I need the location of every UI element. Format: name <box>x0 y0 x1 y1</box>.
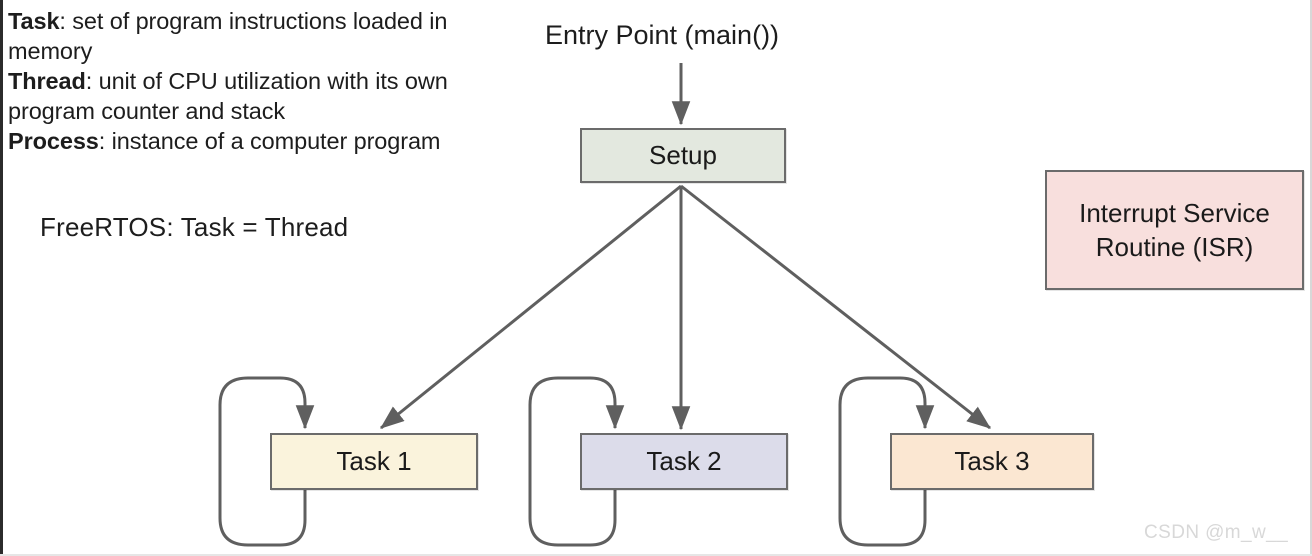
node-isr-label-line2: Routine (ISR) <box>1095 232 1254 262</box>
node-setup[interactable]: Setup <box>580 128 786 183</box>
node-task3-label: Task 3 <box>954 446 1030 476</box>
node-task3[interactable]: Task 3 <box>890 433 1094 490</box>
definition-term-thread: Thread <box>8 68 86 94</box>
entry-point-label: Entry Point (main()) <box>545 20 780 50</box>
node-task2[interactable]: Task 2 <box>580 433 788 490</box>
definition-process: Process: instance of a computer program <box>8 126 494 156</box>
definition-separator-process: : <box>98 128 112 154</box>
definitions-text-block: Task: set of program instructions loaded… <box>8 6 494 156</box>
node-task1[interactable]: Task 1 <box>270 433 478 490</box>
definition-body-process: instance of a computer program <box>111 128 441 154</box>
edge-setup-to-task3 <box>680 184 991 430</box>
csdn-watermark: CSDN @m_w__ <box>1144 522 1289 543</box>
definition-body-task: set of program instructions loaded in me… <box>8 8 448 64</box>
definition-body-thread: unit of CPU utilization with its own pro… <box>8 68 448 124</box>
node-isr[interactable]: Interrupt Service Routine (ISR) <box>1045 170 1304 290</box>
definition-thread: Thread: unit of CPU utilization with its… <box>8 66 494 126</box>
node-task1-label: Task 1 <box>336 446 412 476</box>
node-setup-label: Setup <box>649 140 717 170</box>
definition-separator-thread: : <box>85 68 99 94</box>
frame-bottom-border <box>0 554 1312 556</box>
frame-right-border <box>1310 0 1312 556</box>
definition-term-process: Process <box>8 128 99 154</box>
edge-setup-to-task1 <box>380 184 682 430</box>
definition-separator-task: : <box>59 8 73 34</box>
definition-term-task: Task <box>8 8 60 34</box>
definition-task: Task: set of program instructions loaded… <box>8 6 494 66</box>
node-task2-label: Task 2 <box>646 446 722 476</box>
frame-left-border <box>0 0 3 556</box>
node-isr-label-line1: Interrupt Service <box>1079 198 1270 228</box>
freertos-note: FreeRTOS: Task = Thread <box>40 212 349 242</box>
